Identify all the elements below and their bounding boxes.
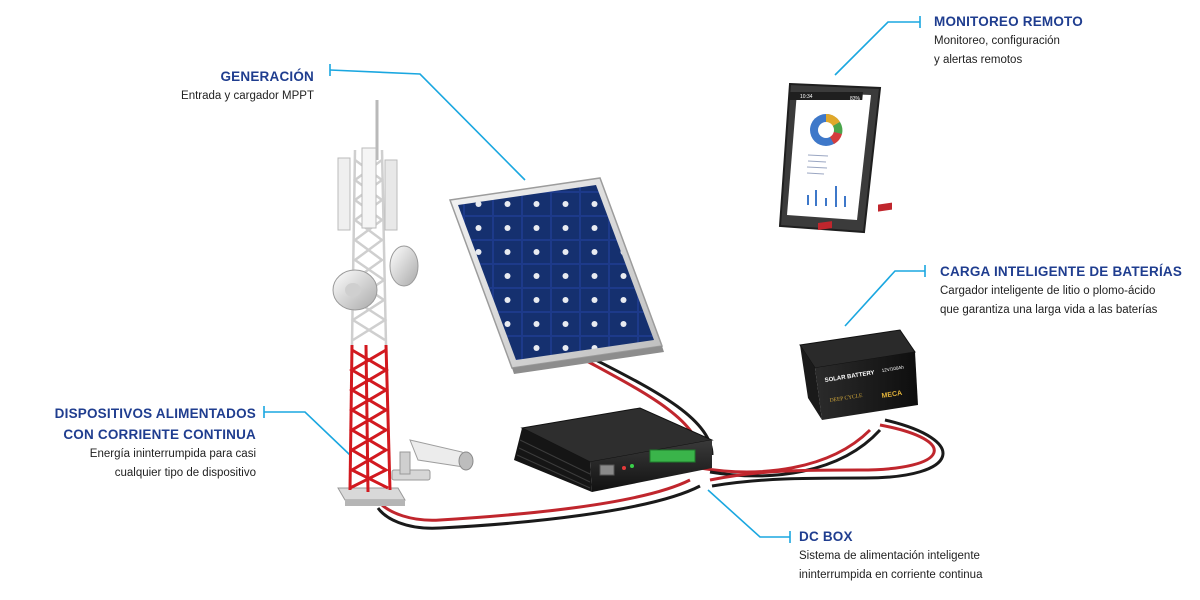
label-monitoreo-title: MONITOREO REMOTO — [934, 14, 1083, 29]
security-camera-icon — [391, 439, 474, 481]
battery-logo: MECA — [881, 390, 902, 400]
label-generacion-title: GENERACIÓN — [220, 69, 314, 84]
leader-generacion — [329, 69, 526, 181]
label-dispositivos: DISPOSITIVOS ALIMENTADOS CON CORRIENTE C… — [20, 403, 256, 483]
battery-icon: SOLAR BATTERY 12V/100Ah DEEP CYCLE MECA — [799, 202, 918, 420]
label-generacion-desc: Entrada y cargador MPPT — [181, 90, 314, 102]
telecom-tower-icon — [332, 100, 419, 506]
label-dispositivos-desc-line-2: cualquier tipo de dispositivo — [114, 467, 256, 479]
cables — [376, 356, 945, 530]
battery-spec: 12V/100Ah — [881, 364, 904, 372]
label-dcbox-title: DC BOX — [799, 529, 853, 544]
tablet-time: 10:34 — [800, 94, 813, 100]
label-carga-desc-line-2: que garantiza una larga vida a las bater… — [940, 304, 1158, 316]
label-monitoreo-desc-line-2: y alertas remotos — [934, 54, 1023, 66]
dc-box-icon — [514, 407, 714, 492]
battery-type: DEEP CYCLE — [829, 393, 863, 404]
label-monitoreo-desc-line-1: Monitoreo, configuración — [934, 35, 1060, 47]
label-carga: CARGA INTELIGENTE DE BATERÍAS Cargador i… — [940, 261, 1190, 320]
leader-monitoreo — [834, 21, 920, 76]
leader-dispositivos — [264, 411, 351, 456]
label-monitoreo: MONITOREO REMOTO Monitoreo, configuració… — [934, 11, 1174, 70]
leader-carga — [844, 270, 925, 327]
leader-dcbox — [707, 489, 790, 538]
label-dispositivos-title-line-1: DISPOSITIVOS ALIMENTADOS — [54, 406, 256, 421]
label-carga-title: CARGA INTELIGENTE DE BATERÍAS — [940, 264, 1183, 279]
label-generacion: GENERACIÓN Entrada y cargador MPPT — [110, 66, 314, 106]
leader-lines — [263, 16, 926, 543]
label-dispositivos-desc-line-1: Energía ininterrumpida para casi — [89, 448, 256, 460]
label-dcbox-desc-line-2: ininterrumpida en corriente continua — [799, 569, 983, 581]
tablet-icon: 10:34 83% — [778, 82, 882, 234]
tablet-battery: 83% — [850, 96, 861, 102]
solar-panel-icon — [448, 177, 664, 374]
label-dcbox-desc-line-1: Sistema de alimentación inteligente — [799, 550, 980, 562]
label-dispositivos-title-line-2: CON CORRIENTE CONTINUA — [63, 427, 256, 442]
label-dcbox: DC BOX Sistema de alimentación inteligen… — [799, 526, 1059, 585]
label-carga-desc-line-1: Cargador inteligente de litio o plomo-ác… — [940, 285, 1156, 297]
